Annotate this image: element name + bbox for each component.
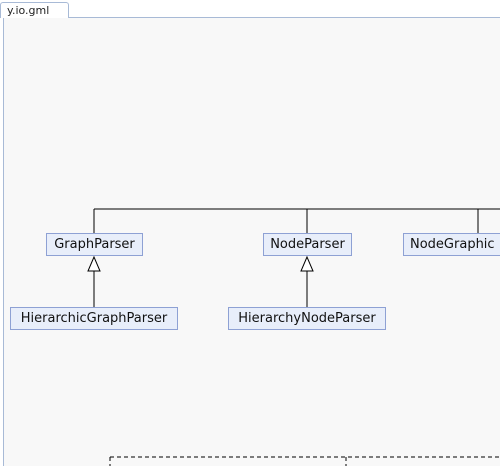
class-node-label: NodeGraphic	[410, 237, 495, 252]
class-node-label: GraphParser	[54, 237, 135, 252]
package-tab[interactable]: y.io.gml	[0, 2, 69, 18]
class-node-label: HierarchicGraphParser	[20, 311, 168, 326]
class-node-node-parser[interactable]: NodeParser	[263, 233, 352, 256]
package-tab-label: y.io.gml	[7, 4, 50, 17]
class-node-hierarchy-node-parser[interactable]: HierarchyNodeParser	[228, 307, 386, 330]
class-node-graph-parser[interactable]: GraphParser	[46, 233, 143, 256]
class-node-label: HierarchyNodeParser	[238, 311, 376, 326]
class-node-node-graphics[interactable]: NodeGraphic	[403, 233, 500, 256]
class-node-hierarchic-graph-parser[interactable]: HierarchicGraphParser	[10, 307, 178, 330]
class-node-label: NodeParser	[270, 237, 345, 252]
